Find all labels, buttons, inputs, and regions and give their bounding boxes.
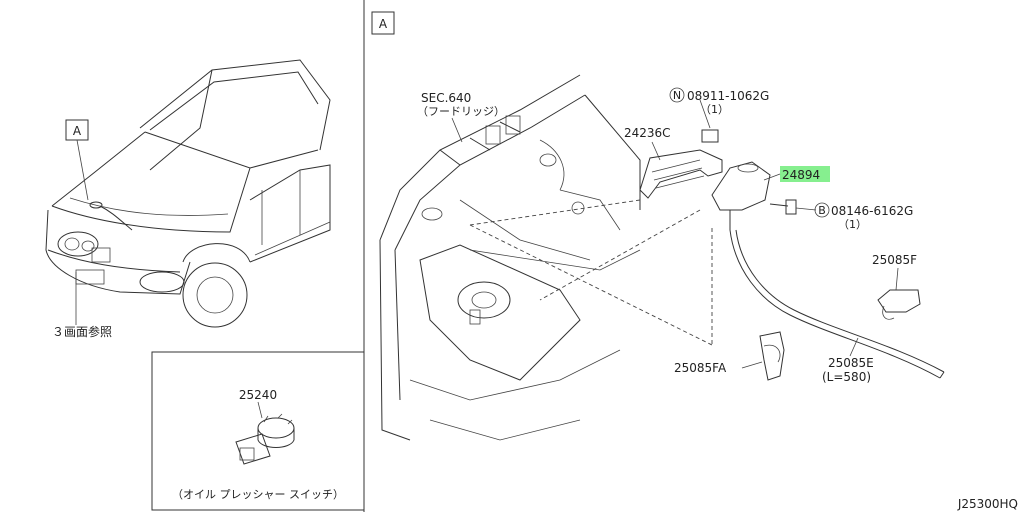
see-note: ３画面参照	[52, 324, 112, 339]
view-ref-leader	[76, 139, 89, 201]
hood-ledge-structure	[379, 74, 641, 441]
hose-length: (L=580)	[822, 370, 871, 384]
clip-f-leader	[895, 267, 899, 291]
guide-line-2	[539, 209, 701, 301]
clip-fa-leader	[741, 361, 763, 369]
bolt-code: 08146-6162G	[831, 204, 913, 218]
switch-caption: （オイル プレッシャー スイッチ）	[172, 488, 344, 501]
switch-part-no: 25240	[239, 388, 277, 402]
nut-code: 08911-1062G	[687, 89, 769, 103]
clip-f-icon	[877, 289, 921, 320]
nut-icon	[701, 129, 719, 143]
hose-leader	[849, 337, 859, 357]
nut-qty: （1）	[700, 103, 729, 116]
switch-panel-frame	[151, 351, 365, 511]
clip-fa-label: 25085FA	[674, 361, 727, 375]
nut-prefix: N	[673, 89, 681, 102]
oil-pressure-switch-icon	[235, 413, 295, 465]
bolt-icon	[769, 199, 797, 215]
nut-callout: N 08911-1062G （1）	[669, 87, 769, 143]
highlight-box	[780, 166, 830, 182]
guide-line-1	[469, 199, 641, 226]
highlight-leader	[763, 173, 781, 181]
sec-leader	[451, 117, 463, 143]
view-ref-box-right	[371, 11, 395, 35]
hose-label: 25085E	[828, 356, 874, 370]
bracket-label: 24236C	[624, 126, 671, 140]
guide-line-3	[469, 224, 713, 346]
sensor-icon	[711, 161, 771, 230]
switch-leader	[257, 401, 263, 419]
bolt-qty: （1）	[838, 218, 867, 231]
sec-sub: （フードリッジ）	[417, 105, 505, 118]
diagram-code: J25300HQ	[957, 497, 1018, 511]
view-ref-left: A	[73, 124, 82, 138]
bolt-prefix: B	[818, 204, 826, 217]
clip-fa-icon	[759, 331, 785, 381]
car-illustration	[45, 59, 331, 328]
sec-ref: SEC.640	[421, 91, 471, 105]
highlighted-part: 24894	[782, 168, 820, 182]
hose-icon	[729, 229, 941, 379]
view-ref-right: A	[379, 17, 388, 31]
bolt-callout: B 08146-6162G （1）	[769, 199, 913, 231]
clip-f-label: 25085F	[872, 253, 917, 267]
bracket-icon	[639, 149, 723, 199]
